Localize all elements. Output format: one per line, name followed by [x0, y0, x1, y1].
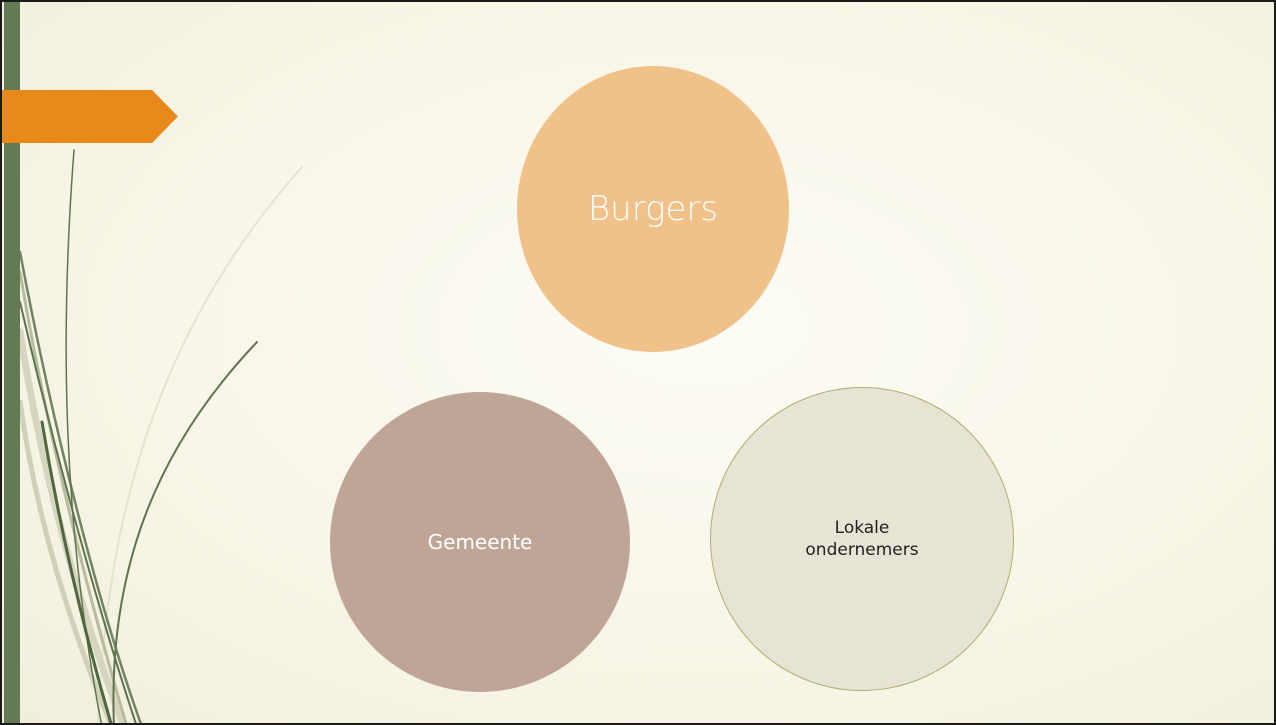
- node-lokale-ondernemers-label: Lokale ondernemers: [805, 518, 919, 560]
- grass-decoration: [16, 149, 303, 723]
- arrow-tab-icon: [2, 90, 178, 143]
- node-lokale-ondernemers: Lokale ondernemers: [710, 387, 1014, 691]
- node-burgers: Burgers: [517, 66, 789, 352]
- node-burgers-label: Burgers: [587, 189, 719, 229]
- node-gemeente-label: Gemeente: [427, 530, 533, 554]
- side-bar: [4, 2, 20, 723]
- node-gemeente: Gemeente: [330, 392, 630, 692]
